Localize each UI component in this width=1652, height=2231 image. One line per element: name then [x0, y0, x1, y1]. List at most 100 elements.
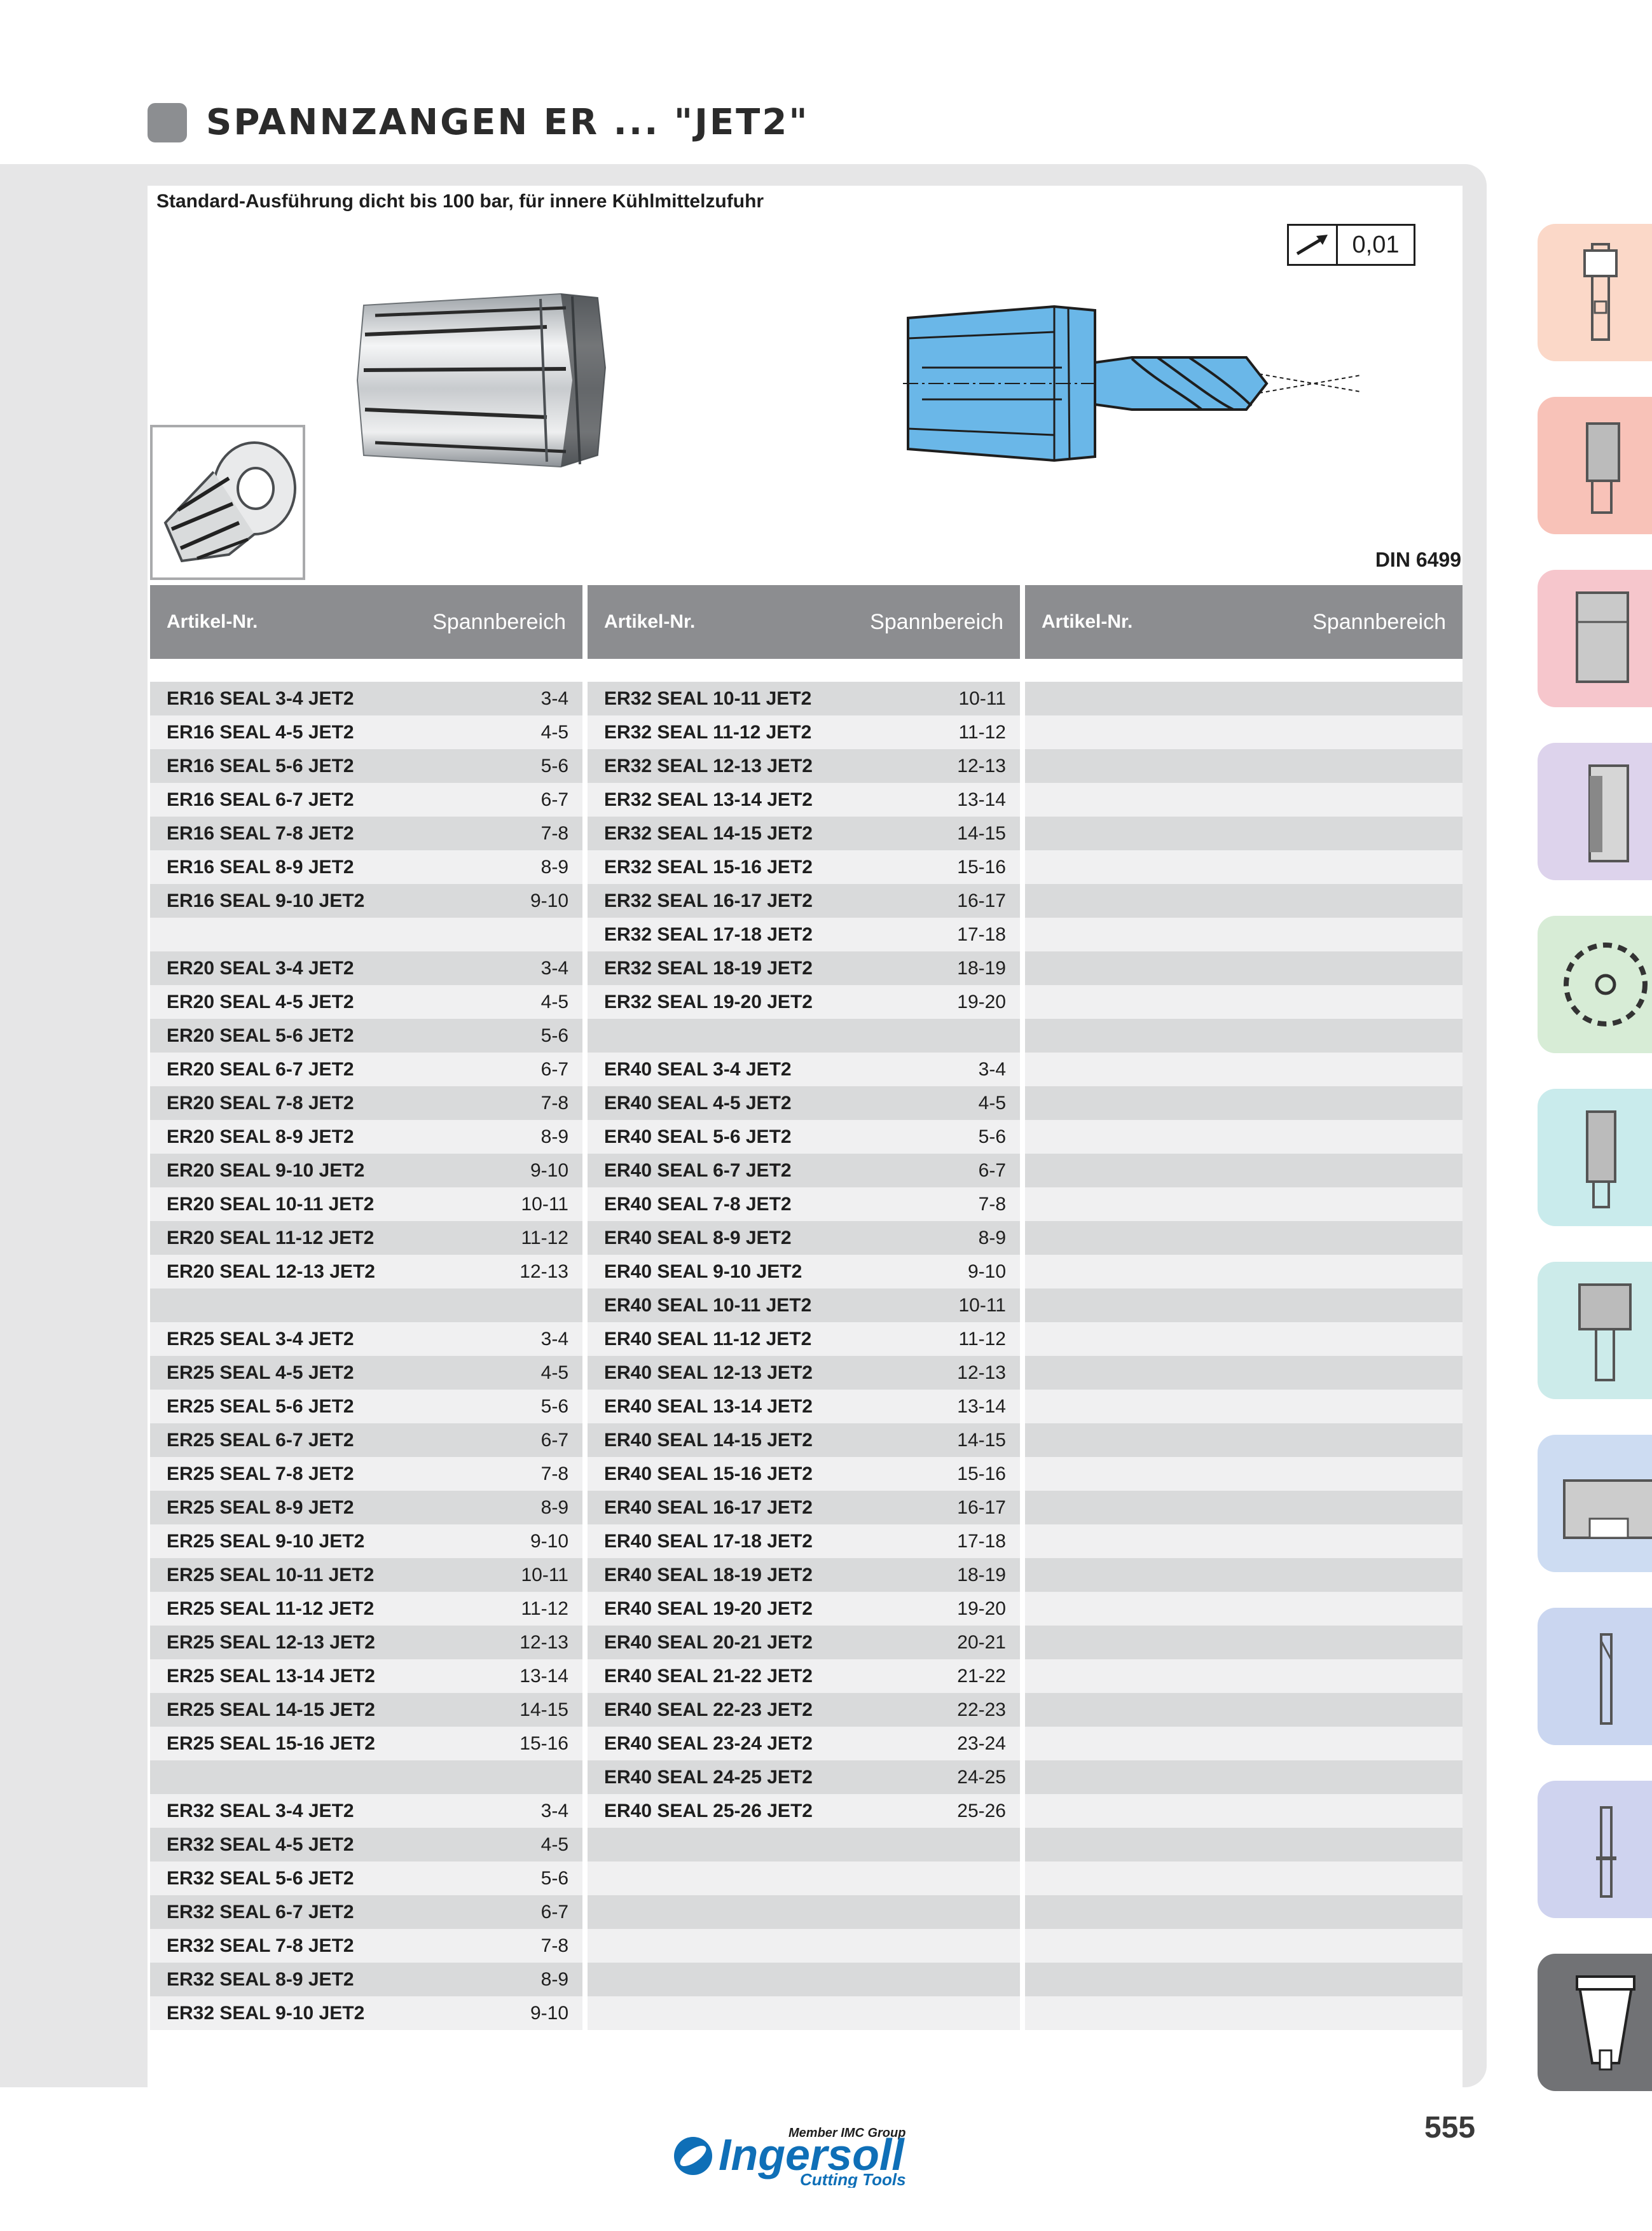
drill-head-icon: [1552, 1276, 1652, 1385]
header-article: Artikel-Nr.: [167, 611, 258, 632]
article-number: ER25 SEAL 5-6 JET2: [167, 1395, 354, 1417]
clamping-range: 6-7: [540, 1058, 568, 1080]
article-number: ER40 SEAL 20-21 JET2: [604, 1631, 813, 1653]
chapter-tab[interactable]: [1538, 1954, 1652, 2091]
article-number: ER20 SEAL 11-12 JET2: [167, 1227, 375, 1248]
chapter-tab[interactable]: [1538, 224, 1652, 361]
chapter-tab[interactable]: [1538, 570, 1652, 707]
table-row: [588, 1861, 1020, 1895]
table-row: [1025, 1693, 1463, 1727]
article-number: ER20 SEAL 8-9 JET2: [167, 1126, 354, 1147]
clamping-range: 7-8: [540, 1463, 568, 1484]
chapter-tab[interactable]: [1538, 916, 1652, 1053]
table-row: [1025, 1390, 1463, 1423]
article-number: ER32 SEAL 11-12 JET2: [604, 721, 812, 743]
tool-holder-icon: [1552, 1968, 1652, 2077]
table-row: [1025, 1322, 1463, 1356]
table-row: [1025, 715, 1463, 749]
clamping-range: 9-10: [530, 1159, 568, 1181]
article-number: ER20 SEAL 12-13 JET2: [167, 1261, 375, 1282]
clamping-range: 17-18: [957, 923, 1006, 945]
table-row: [150, 1760, 582, 1794]
clamping-range: 13-14: [957, 789, 1006, 810]
table-row: [1025, 884, 1463, 918]
clamping-range: 9-10: [530, 890, 568, 911]
table-row: ER25 SEAL 15-16 JET2 15-16: [150, 1727, 582, 1760]
article-number: ER40 SEAL 9-10 JET2: [604, 1261, 802, 1282]
chapter-tab[interactable]: [1538, 397, 1652, 534]
standard-label: DIN 6499: [1375, 548, 1461, 571]
table-row: [1025, 1558, 1463, 1592]
clamping-range: 12-13: [957, 755, 1006, 777]
clamping-range: 9-10: [530, 1530, 568, 1552]
clamping-range: 10-11: [958, 1294, 1006, 1316]
clamping-range: 8-9: [978, 1227, 1006, 1248]
article-number: ER32 SEAL 4-5 JET2: [167, 1834, 354, 1855]
article-number: ER32 SEAL 8-9 JET2: [167, 1968, 354, 1990]
table-row: [1025, 1356, 1463, 1390]
chapter-tab[interactable]: [1538, 1262, 1652, 1399]
clamping-range: 5-6: [540, 1025, 568, 1046]
clamping-range: 8-9: [540, 1968, 568, 1990]
clamping-range: 11-12: [958, 1328, 1006, 1350]
article-number: ER25 SEAL 9-10 JET2: [167, 1530, 365, 1552]
clamping-range: 3-4: [540, 1328, 568, 1350]
table-header: Artikel-Nr. Spannbereich Artikel-Nr. Spa…: [150, 585, 1463, 659]
clamping-range: 15-16: [520, 1732, 568, 1754]
clamping-range: 23-24: [957, 1732, 1006, 1754]
table-row: [1025, 1794, 1463, 1828]
clamping-range: 10-11: [521, 1564, 568, 1585]
chapter-tab[interactable]: [1538, 1608, 1652, 1745]
table-row: [1025, 682, 1463, 715]
header-range: Spannbereich: [870, 609, 1003, 634]
article-number: ER25 SEAL 15-16 JET2: [167, 1732, 375, 1754]
table-row: [1025, 1187, 1463, 1221]
chapter-tab[interactable]: [1538, 1435, 1652, 1572]
clamping-range: 5-6: [540, 1867, 568, 1889]
article-number: ER32 SEAL 9-10 JET2: [167, 2002, 365, 2024]
article-number: ER16 SEAL 8-9 JET2: [167, 856, 354, 878]
clamping-range: 10-11: [958, 687, 1006, 709]
article-number: ER32 SEAL 12-13 JET2: [604, 755, 813, 777]
table-row: [150, 1288, 582, 1322]
article-number: ER25 SEAL 11-12 JET2: [167, 1598, 375, 1619]
table-row: [1025, 1828, 1463, 1861]
article-number: ER20 SEAL 3-4 JET2: [167, 957, 354, 979]
table-row: [588, 1019, 1020, 1053]
article-number: ER32 SEAL 14-15 JET2: [604, 822, 813, 844]
clamping-range: 10-11: [521, 1193, 568, 1215]
chapter-tab[interactable]: [1538, 743, 1652, 880]
article-number: ER20 SEAL 5-6 JET2: [167, 1025, 354, 1046]
clamping-range: 4-5: [978, 1092, 1006, 1114]
table-row: [588, 1996, 1020, 2030]
table-row: [1025, 1221, 1463, 1255]
article-number: ER20 SEAL 6-7 JET2: [167, 1058, 354, 1080]
article-number: ER32 SEAL 16-17 JET2: [604, 890, 813, 911]
chapter-tab[interactable]: [1538, 1089, 1652, 1226]
tolerance-value: 0,01: [1352, 231, 1400, 258]
clamping-range: 14-15: [957, 1429, 1006, 1451]
chapter-tab[interactable]: [1538, 1781, 1652, 1918]
article-number: ER40 SEAL 19-20 JET2: [604, 1598, 813, 1619]
clamping-range: 18-19: [957, 957, 1006, 979]
article-number: ER40 SEAL 18-19 JET2: [604, 1564, 813, 1585]
table-row: [1025, 1019, 1463, 1053]
table-row: [1025, 1861, 1463, 1895]
